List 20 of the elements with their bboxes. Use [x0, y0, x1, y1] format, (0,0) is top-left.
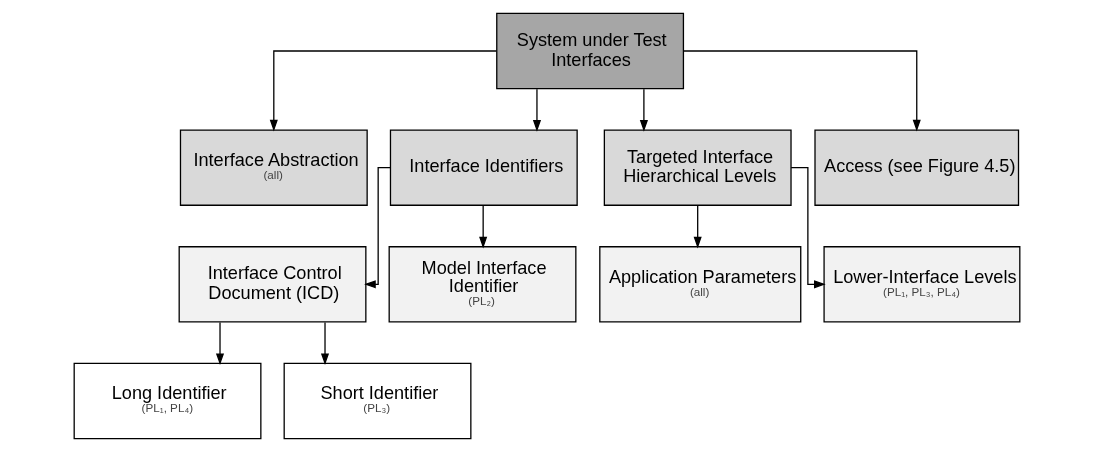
node-box: Application Parameters (all) [599, 246, 802, 323]
node-box: Lower-Interface Levels (PL₁, PL₃, PL₄) [823, 246, 1021, 323]
node-box: Targeted Interface Hierarchical Levels [603, 129, 792, 206]
node-box: Short Identifier (PL₃) [283, 362, 472, 440]
node-box: Interface Identifiers [389, 129, 578, 206]
arrow [215, 321, 225, 366]
arrow [683, 50, 921, 132]
arrow [639, 88, 648, 132]
node-box: Interface Abstraction (all) [179, 129, 368, 206]
arrow [532, 88, 542, 132]
node-box: Access (see Figure 4.5) [814, 129, 1020, 206]
arrow [269, 50, 498, 132]
node-box: System under Test Interfaces [496, 12, 685, 90]
arrow [479, 205, 488, 249]
node-box: Model Interface Identifier (PL₂) [388, 246, 577, 323]
node-box: Interface Control Document (ICD) [178, 246, 367, 323]
arrow [693, 205, 702, 249]
node-box: Long Identifier (PL₁, PL₄) [73, 362, 262, 440]
arrow [790, 167, 826, 289]
arrow [320, 321, 330, 366]
